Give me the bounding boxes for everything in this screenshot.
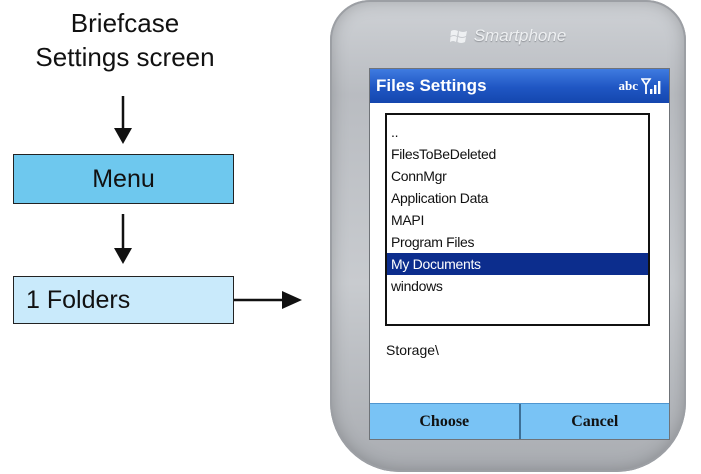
caption-line-2: Settings screen xyxy=(35,42,215,72)
smartphone-device: Smartphone Files Settings abc .. FilesTo… xyxy=(330,0,686,472)
signal-strength-icon xyxy=(641,78,661,94)
folder-item[interactable]: FilesToBeDeleted xyxy=(391,146,496,162)
softkey-bar: Choose Cancel xyxy=(370,403,669,439)
folder-item[interactable]: MAPI xyxy=(391,212,425,228)
step-menu-label: Menu xyxy=(92,164,155,193)
screen-title: Files Settings xyxy=(376,76,487,95)
cancel-softkey[interactable]: Cancel xyxy=(518,404,670,439)
phone-screen: Files Settings abc .. FilesToBeDeleted C… xyxy=(369,68,670,440)
folder-item[interactable]: .. xyxy=(391,124,399,140)
flow-caption: Briefcase Settings screen xyxy=(20,6,230,74)
step-menu: Menu xyxy=(13,154,234,204)
caption-line-1: Briefcase xyxy=(70,8,180,38)
arrow-down-1 xyxy=(114,96,132,144)
current-path: Storage\ xyxy=(386,342,439,358)
status-area: abc xyxy=(619,77,662,95)
step-folders: 1 Folders xyxy=(13,276,234,324)
input-mode-indicator: abc xyxy=(618,78,639,93)
title-bar: Files Settings abc xyxy=(370,69,669,103)
phone-brand: Smartphone xyxy=(330,26,686,46)
folder-item[interactable]: ConnMgr xyxy=(391,168,447,184)
arrow-right xyxy=(234,291,302,309)
arrow-down-2 xyxy=(114,214,132,264)
folder-item[interactable]: Program Files xyxy=(391,234,475,250)
phone-brand-label: Smartphone xyxy=(473,26,567,45)
folder-item-selected[interactable]: My Documents xyxy=(387,253,648,275)
windows-flag-icon xyxy=(449,30,467,43)
folder-item[interactable]: windows xyxy=(391,278,443,294)
folder-list[interactable]: .. FilesToBeDeleted ConnMgr Application … xyxy=(385,113,650,326)
folder-item[interactable]: Application Data xyxy=(391,190,489,206)
choose-softkey[interactable]: Choose xyxy=(419,412,470,430)
step-folders-label: 1 Folders xyxy=(26,285,131,314)
